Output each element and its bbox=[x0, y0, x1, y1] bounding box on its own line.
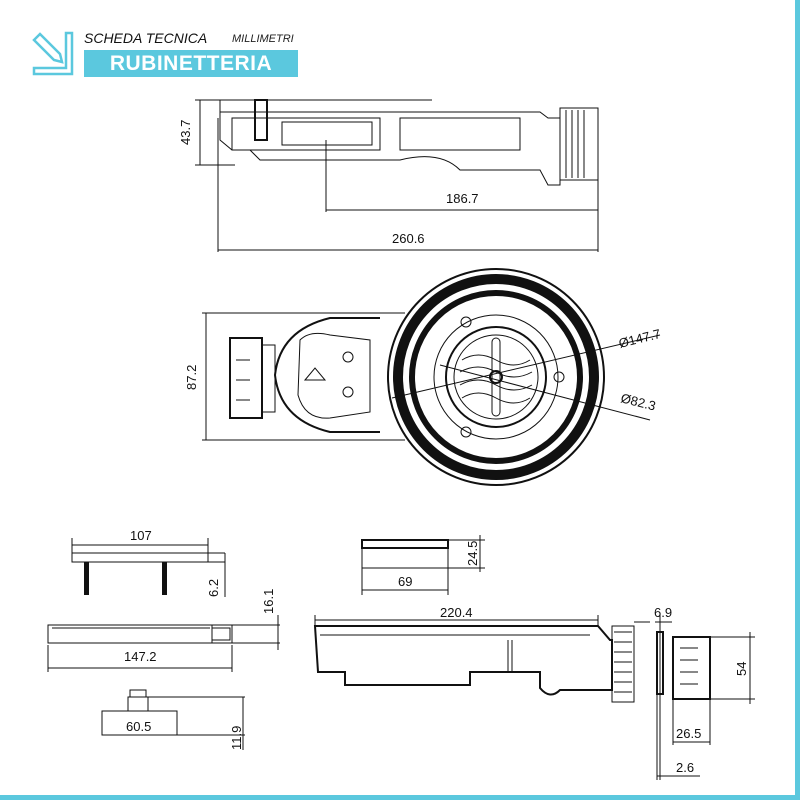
dim-cover-height: 16.1 bbox=[261, 589, 276, 614]
top-view: 87.2 Ø147.7 Ø82.3 bbox=[184, 268, 662, 486]
dim-body-length: 220.4 bbox=[440, 605, 473, 620]
border-right bbox=[795, 0, 800, 800]
dim-cup-height: 24.5 bbox=[465, 541, 480, 566]
dim-inner-diameter: Ø82.3 bbox=[619, 390, 657, 413]
brand-banner: RUBINETTERIA bbox=[84, 50, 298, 77]
dim-side-height: 43.7 bbox=[178, 120, 193, 145]
dim-clip-height: 11.9 bbox=[229, 726, 244, 750]
dim-gasket-thickness: 2.6 bbox=[676, 760, 694, 775]
dim-cap-depth: 26.5 bbox=[676, 726, 701, 741]
dim-grid-width: 107 bbox=[130, 528, 152, 543]
dim-total-length: 260.6 bbox=[392, 231, 425, 246]
dim-nut-thickness: 6.9 bbox=[654, 605, 672, 620]
dim-outlet-length: 186.7 bbox=[446, 191, 479, 206]
body-part: 220.4 6.9 54 26.5 2.6 bbox=[313, 605, 755, 780]
side-view: 43.7 186.7 260.6 bbox=[178, 99, 599, 252]
border-bottom bbox=[0, 795, 800, 800]
dim-outer-diameter: Ø147.7 bbox=[617, 326, 662, 351]
dim-grid-pin: 6.2 bbox=[206, 579, 221, 597]
dim-clip-length: 60.5 bbox=[126, 719, 151, 734]
dim-cup-width: 69 bbox=[398, 574, 412, 589]
cup-part: 24.5 69 bbox=[361, 535, 485, 595]
dim-cover-length: 147.2 bbox=[124, 649, 157, 664]
unit-label: MILLIMETRI bbox=[232, 33, 294, 45]
sheet-title: SCHEDA TECNICA bbox=[84, 30, 208, 46]
dim-top-width: 87.2 bbox=[184, 365, 199, 390]
cover-part: 16.1 147.2 bbox=[47, 589, 280, 672]
dim-cap-height: 54 bbox=[734, 662, 749, 676]
clip-part: 60.5 11.9 bbox=[101, 689, 245, 750]
grid-part: 107 6.2 bbox=[71, 528, 226, 597]
ruler-pencil-icon bbox=[32, 31, 74, 76]
